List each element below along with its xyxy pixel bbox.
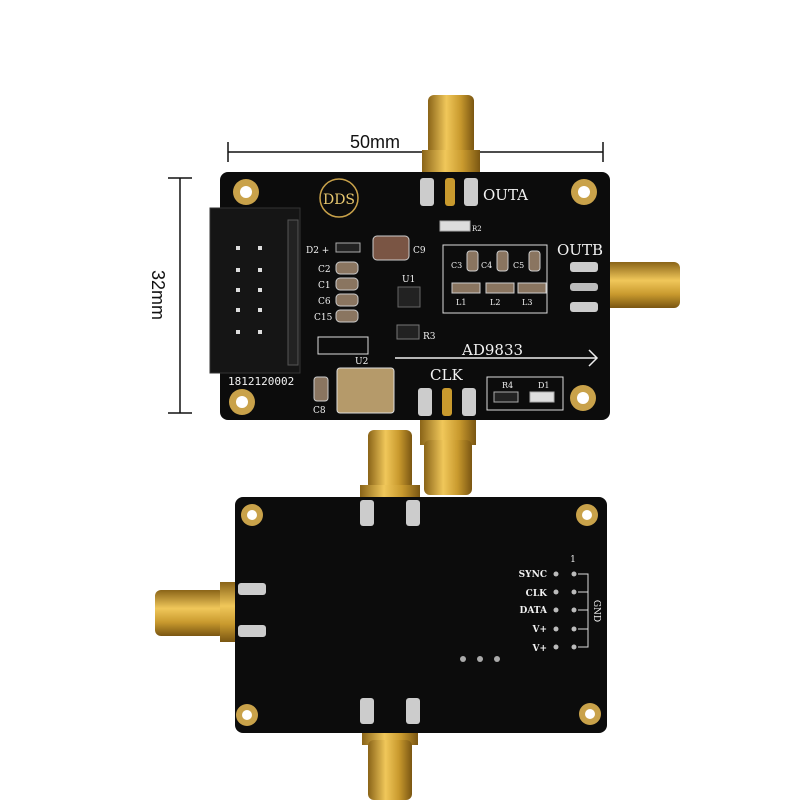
mounting-hole-icon xyxy=(571,179,597,205)
svg-text:DDS: DDS xyxy=(323,192,355,208)
height-dimension: 32mm xyxy=(148,177,192,414)
pin-label-vplus-2: V+ xyxy=(531,644,547,654)
label-r4: R4 xyxy=(502,381,513,390)
ad9833-chip xyxy=(397,286,421,308)
label-clk: CLK xyxy=(430,366,463,384)
label-r3: R3 xyxy=(423,332,436,342)
mounting-hole-icon xyxy=(579,703,601,725)
pin-label-data: DATA xyxy=(520,606,549,616)
label-c8: C8 xyxy=(313,406,326,416)
arrow-right-icon xyxy=(395,349,599,367)
mounting-hole-icon xyxy=(570,385,596,411)
label-c15: C15 xyxy=(314,313,333,323)
height-label: 32mm xyxy=(148,270,168,320)
label-l1: L1 xyxy=(456,298,466,307)
label-d1: D1 xyxy=(538,381,550,390)
chip-label: AD9833 xyxy=(461,341,523,359)
label-u1: U1 xyxy=(402,275,415,285)
gnd-label: GND xyxy=(591,600,601,622)
crystal-oscillator xyxy=(336,367,395,414)
label-l2: L2 xyxy=(490,298,500,307)
pin1-label: 1 xyxy=(570,555,576,565)
width-dimension: 50mm xyxy=(227,132,604,162)
mounting-hole-icon xyxy=(241,504,263,526)
mounting-hole-icon xyxy=(236,704,258,726)
label-c5: C5 xyxy=(513,261,524,270)
idc-header-connector[interactable] xyxy=(209,207,301,374)
label-c6: C6 xyxy=(318,297,331,307)
dds-logo: DDS xyxy=(319,178,359,218)
label-u2: U2 xyxy=(355,357,368,367)
filter-block xyxy=(442,244,548,314)
serial-number: 1812120002 xyxy=(228,375,294,388)
label-c9: C9 xyxy=(413,246,426,256)
label-outb: OUTB xyxy=(557,241,603,259)
label-c3: C3 xyxy=(451,261,462,270)
bottom-board: 1 SYNC CLK DATA V+ V+ GND xyxy=(155,430,607,800)
mounting-hole-icon xyxy=(576,504,598,526)
pin-header: 1 SYNC CLK DATA V+ V+ GND xyxy=(519,555,601,654)
label-c2: C2 xyxy=(318,265,331,275)
sma-connector-outa xyxy=(422,95,480,180)
label-c1: C1 xyxy=(318,281,331,291)
label-outa: OUTA xyxy=(483,186,528,204)
mounting-hole-icon xyxy=(229,389,255,415)
label-r2: R2 xyxy=(472,225,482,233)
width-label: 50mm xyxy=(350,132,400,152)
label-d2: D2 + xyxy=(306,246,329,256)
pin-label-sync: SYNC xyxy=(519,570,547,580)
label-c4: C4 xyxy=(481,261,492,270)
sma-connector-clk xyxy=(420,415,476,495)
pin-label-vplus-1: V+ xyxy=(531,625,547,635)
mounting-hole-icon xyxy=(233,179,259,205)
top-board: DDS 1812120002 D2 + C9 xyxy=(209,95,680,495)
pin-label-clk: CLK xyxy=(526,589,548,599)
label-l3: L3 xyxy=(522,298,532,307)
